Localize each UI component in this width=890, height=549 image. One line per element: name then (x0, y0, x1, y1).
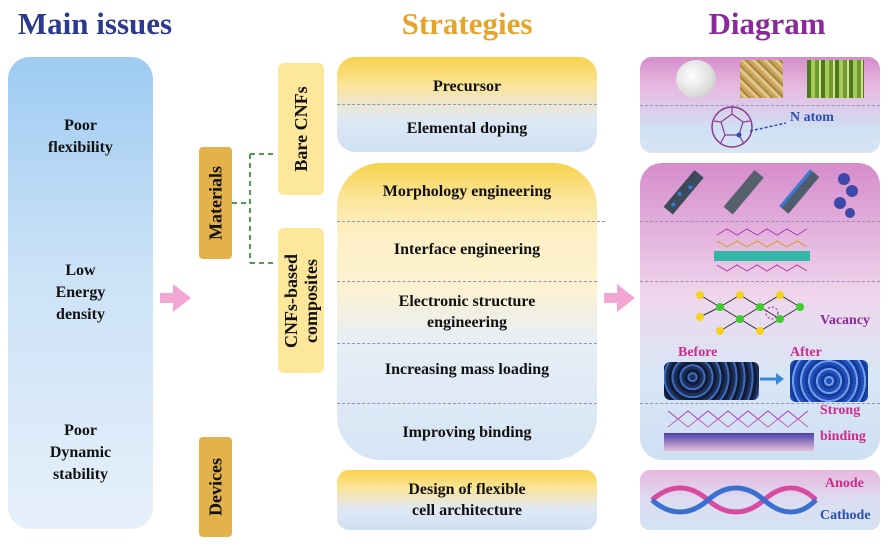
strategy-elemental-doping: Elemental doping (406, 120, 528, 137)
divider (640, 403, 880, 404)
electrode-twist (650, 485, 818, 515)
arrow-stem (604, 293, 618, 303)
n-atom-label: N atom (790, 110, 834, 125)
arrow-stem (160, 293, 174, 303)
strategy-box-bare: Precursor Elemental doping (337, 57, 597, 152)
strategy-design-line: Design of flexible (408, 481, 526, 498)
materials-tag: Materials (199, 147, 232, 259)
diagram-panel-composites: Vacancy Before After Strong binding (640, 163, 880, 460)
strategy-morphology: Morphology engineering (382, 183, 552, 200)
vacancy-structure (696, 291, 804, 335)
cnfs-based-label: CNFs-based composites (281, 253, 321, 347)
issue-dynamic-stability: Poor Dynamic stability (8, 420, 153, 486)
strategy-electronic: Electronic structure engineering (337, 291, 597, 333)
divider (640, 221, 880, 222)
strategy-box-devices: Design of flexible cell architecture (337, 470, 597, 530)
before-image (664, 362, 759, 400)
issue-line: Energy (55, 284, 106, 301)
after-label: After (790, 345, 822, 360)
connector-lines (232, 153, 275, 264)
strategy-mass-loading: Increasing mass loading (384, 361, 550, 378)
cotton-image (676, 60, 716, 98)
arrow-right-icon (173, 284, 191, 312)
grain-image (740, 60, 783, 98)
divider (337, 403, 597, 404)
binding-label: binding (820, 429, 866, 444)
issue-line: flexibility (48, 139, 113, 156)
strategy-box-composites: Morphology engineering Interface enginee… (337, 163, 605, 460)
fullerene-icon (711, 106, 753, 148)
divider (337, 343, 597, 344)
header-diagram: Diagram (708, 6, 826, 41)
strategy-binding: Improving binding (402, 424, 532, 441)
divider (640, 105, 880, 106)
issue-line: stability (52, 466, 109, 483)
cnfs-based-line: composites (301, 258, 321, 343)
anode-label: Anode (825, 476, 864, 491)
bamboo-image (807, 60, 864, 98)
strategy-electronic-line: engineering (427, 314, 507, 331)
issue-line: Dynamic (49, 444, 112, 461)
materials-label: Materials (205, 166, 225, 240)
strategy-design: Design of flexible cell architecture (337, 479, 597, 521)
issues-panel: Poor flexibility Low Energy density Poor… (8, 57, 153, 529)
arrow-right-icon (617, 284, 635, 312)
bare-cnfs-label: Bare CNFs (291, 86, 311, 172)
strong-label: Strong (820, 403, 861, 418)
devices-tag: Devices (199, 437, 232, 537)
interface-structure (714, 228, 810, 272)
arrow-right-icon (760, 373, 784, 385)
divider (337, 221, 605, 222)
issue-line: Poor (64, 117, 97, 134)
diagram-panel-bare: N atom (640, 57, 880, 153)
pointer-line (749, 122, 787, 132)
cnfs-based-tag: CNFs-based composites (278, 228, 324, 373)
issue-line: density (56, 306, 105, 323)
divider (337, 104, 597, 105)
cnfs-based-line: CNFs-based (281, 253, 301, 348)
cathode-label: Cathode (820, 508, 871, 523)
divider (337, 281, 597, 282)
vacancy-label: Vacancy (820, 313, 871, 328)
strategy-precursor: Precursor (432, 78, 502, 95)
divider (640, 281, 880, 282)
strategy-electronic-line: Electronic structure (398, 293, 536, 310)
issue-energy-density: Low Energy density (8, 260, 153, 326)
header-strategies: Strategies (401, 6, 533, 41)
strategy-interface: Interface engineering (393, 241, 541, 258)
devices-label: Devices (205, 458, 225, 516)
issue-line: Poor (64, 422, 97, 439)
nanofiber-morphologies (663, 169, 858, 218)
issue-flexibility: Poor flexibility (8, 115, 153, 159)
diagram-panel-devices: Anode Cathode (640, 470, 880, 530)
issue-line: Low (65, 262, 96, 279)
strategy-design-line: cell architecture (411, 502, 523, 519)
bare-cnfs-tag: Bare CNFs (278, 63, 324, 195)
after-image (790, 360, 868, 402)
binding-structure (664, 410, 814, 451)
header-main-issues: Main issues (17, 6, 173, 41)
before-label: Before (678, 345, 718, 360)
